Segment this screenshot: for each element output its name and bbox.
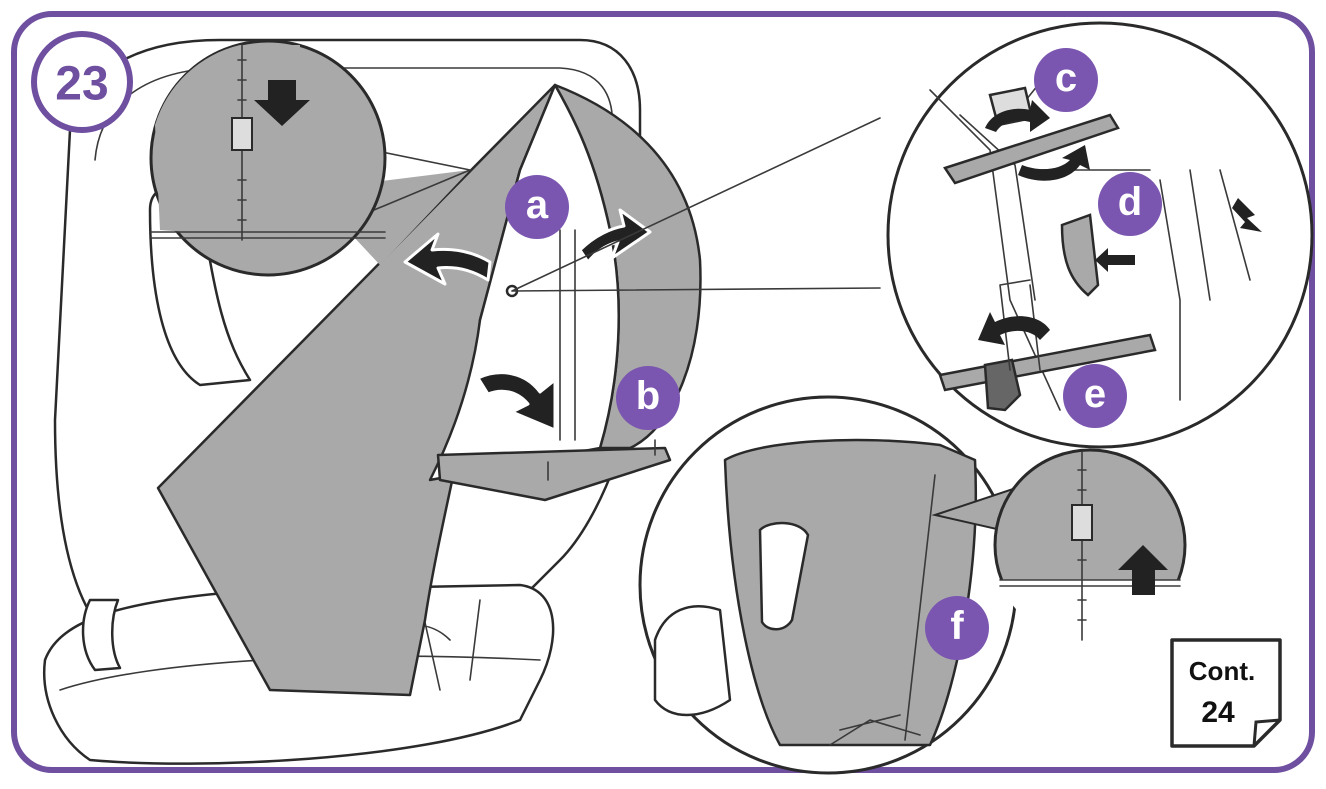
label-d: d [1098,172,1162,236]
label-f-text: f [950,604,964,648]
continue-tag-line2: 24 [1201,696,1235,729]
continue-tag-line1: Cont. [1189,656,1255,686]
zipper-up-pull [1072,505,1092,540]
assembled-cover-detail [640,397,1016,773]
label-a: a [505,175,569,239]
label-e: e [1063,364,1127,428]
zipper-down-detail [150,41,385,275]
label-a-text: a [526,183,549,227]
label-c-text: c [1055,56,1077,100]
label-d-text: d [1118,180,1142,224]
label-c: c [1034,48,1098,112]
label-b: b [616,366,680,430]
step-number-badge: 23 [34,34,130,130]
continue-tag: Cont. 24 [1172,640,1280,746]
label-b-text: b [636,374,660,418]
label-e-text: e [1084,372,1106,416]
assembled-wing [655,606,730,715]
zipper-up-detail [995,450,1185,645]
label-f: f [925,596,989,660]
step-number: 23 [55,58,108,111]
zipper-pull [232,118,252,150]
